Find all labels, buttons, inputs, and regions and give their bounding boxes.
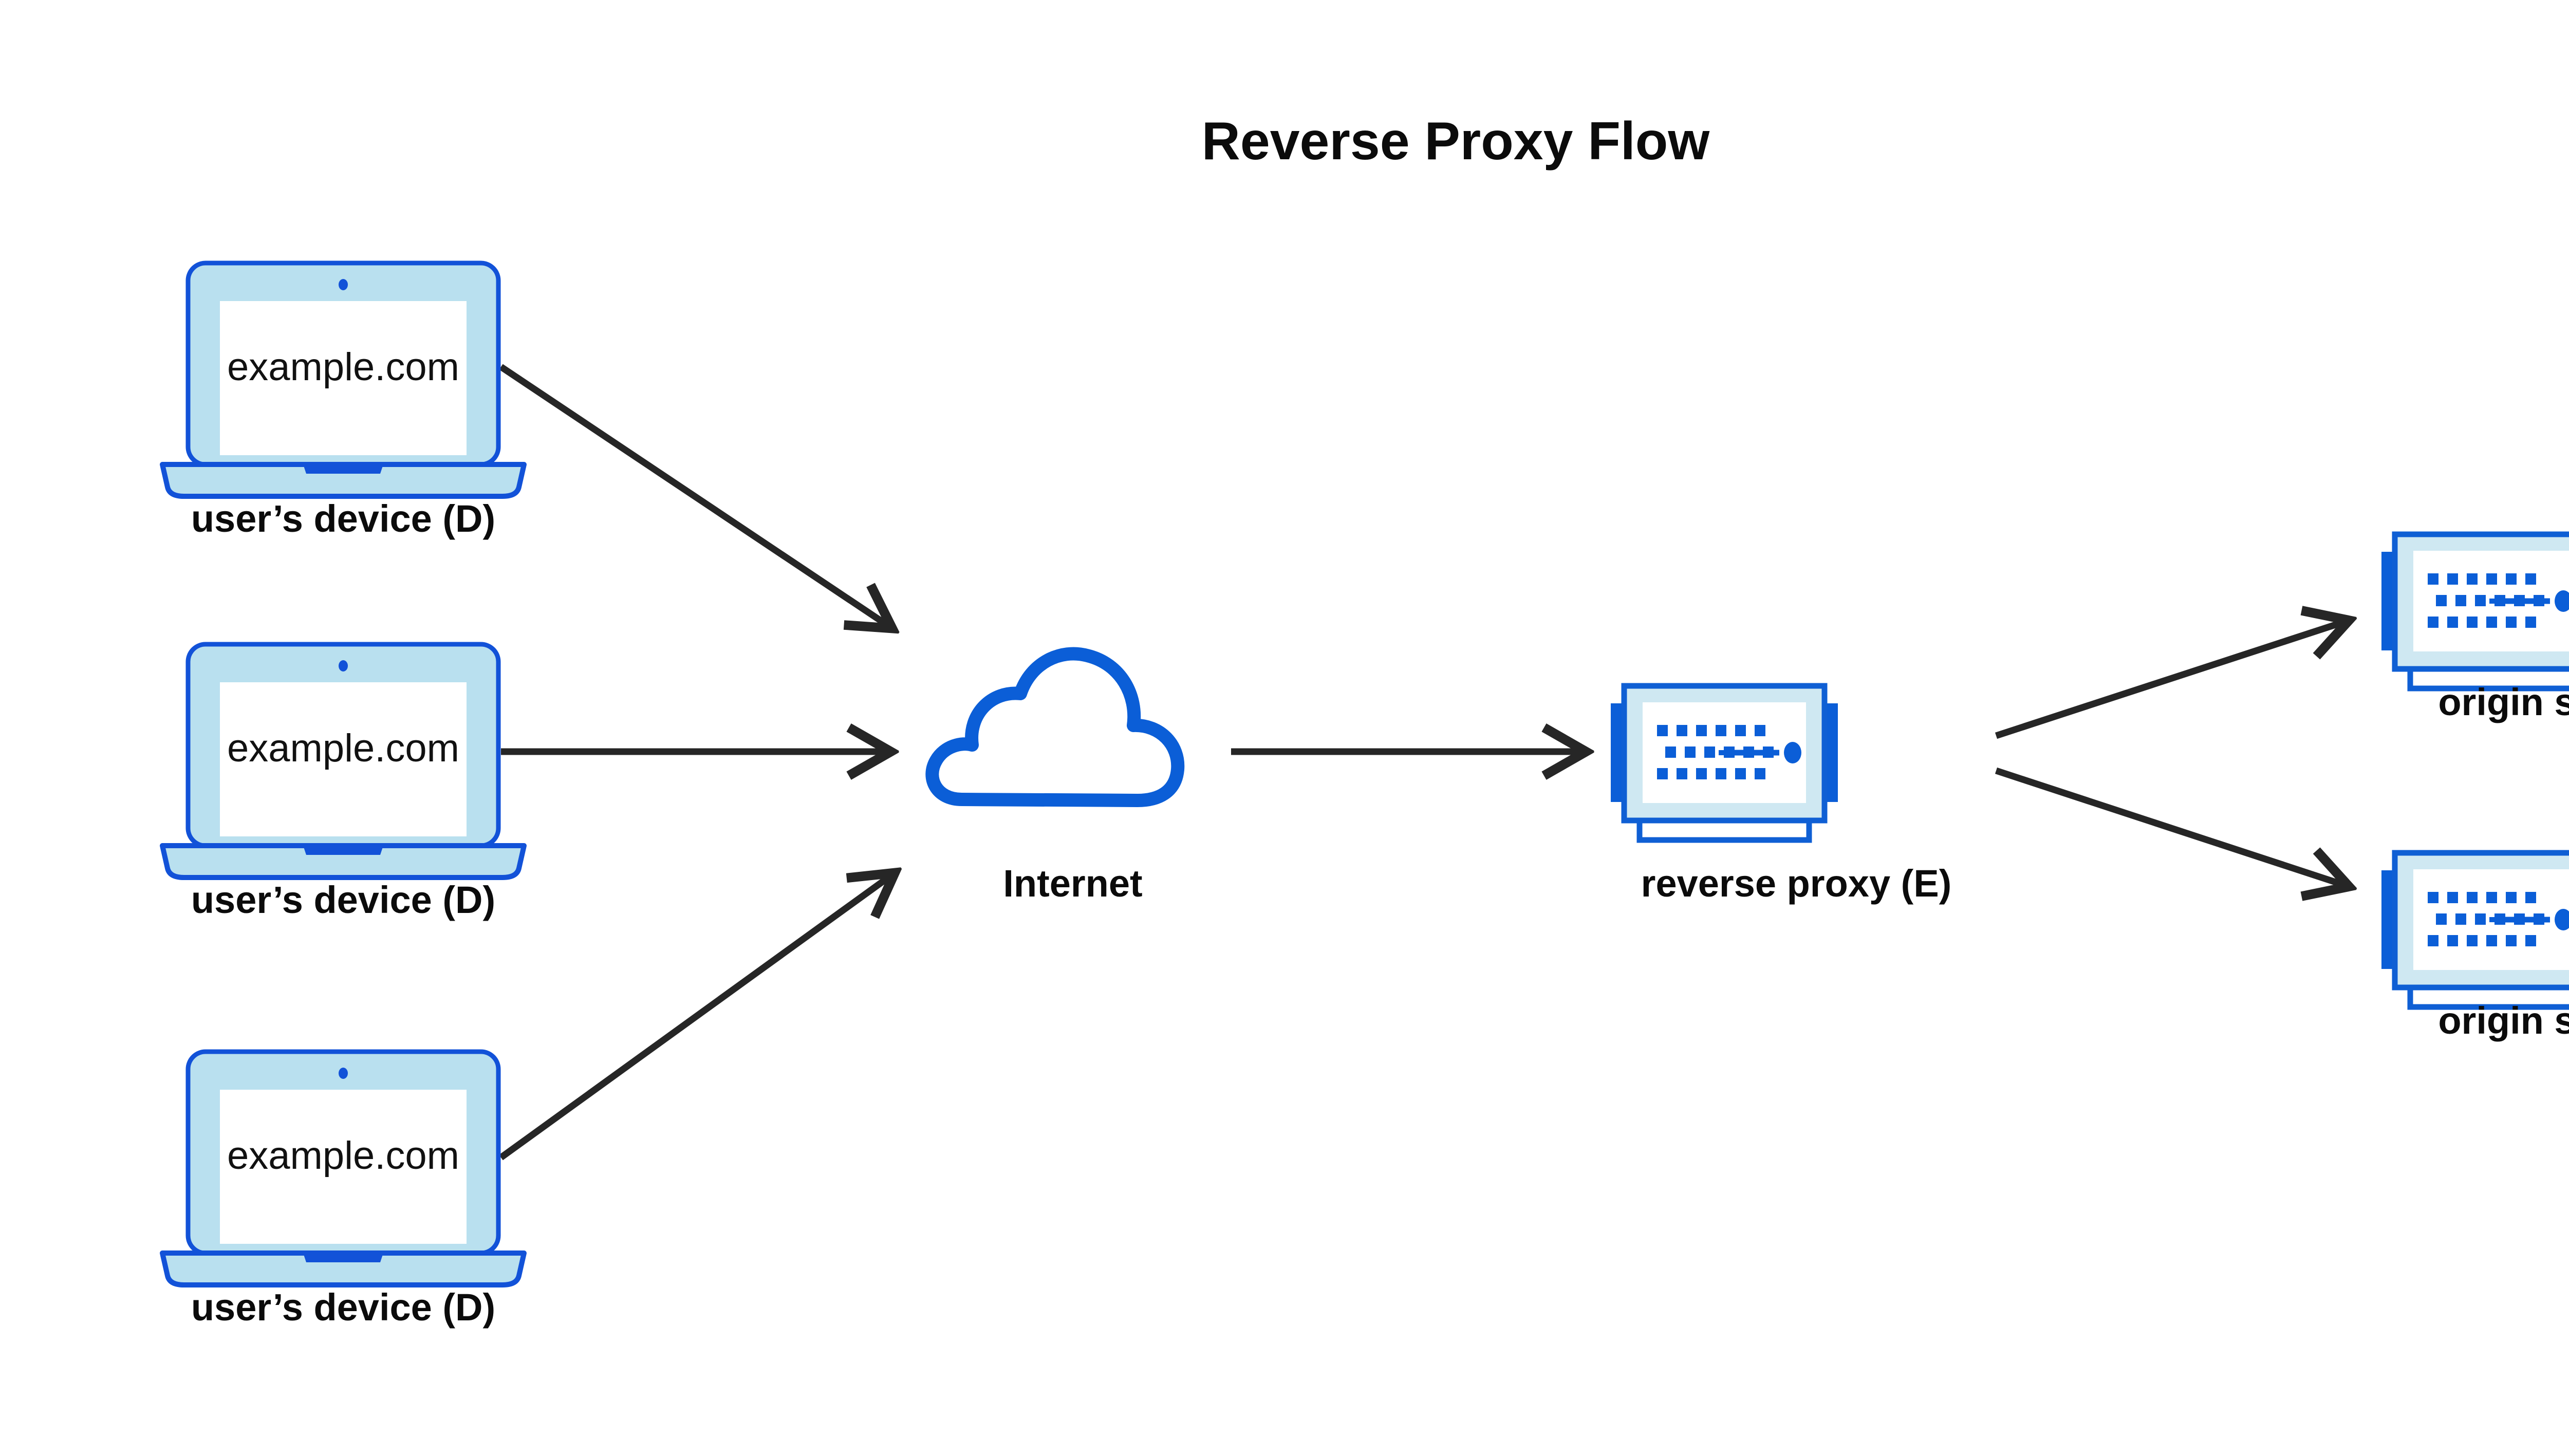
node-client-3[interactable]: example.com user’s device (D) (162, 1052, 524, 1329)
client-screen-text: example.com (227, 726, 459, 770)
node-client-1[interactable]: example.com user’s device (D) (162, 263, 524, 540)
node-label-client-1: user’s device (D) (191, 497, 495, 540)
node-origin-2[interactable]: origin server (F) (2381, 853, 2569, 1042)
node-label-origin-2: origin server (F) (2438, 999, 2569, 1042)
node-client-2[interactable]: example.com user’s device (D) (162, 644, 524, 921)
node-label-origin-1: origin server (F) (2438, 681, 2569, 723)
node-origin-1[interactable]: origin server (F) (2381, 534, 2569, 723)
client-screen-text: example.com (227, 345, 459, 389)
server-icon (2381, 853, 2569, 1007)
server-icon (1611, 686, 1838, 840)
edge-client3-to-internet (499, 873, 894, 1161)
node-label-client-2: user’s device (D) (191, 879, 495, 921)
edge-proxy-to-origin1 (1995, 621, 2348, 739)
node-reverse-proxy[interactable]: reverse proxy (E) (1611, 686, 1951, 905)
node-internet[interactable]: Internet (932, 654, 1178, 905)
edge-client1-to-internet (499, 364, 891, 628)
node-label-internet: Internet (1003, 862, 1142, 905)
page-title: Reverse Proxy Flow (1202, 111, 1710, 171)
server-icon (2381, 534, 2569, 688)
edge-proxy-to-origin2 (1995, 767, 2348, 886)
edge-layer (499, 364, 2348, 1161)
cloud-icon (932, 654, 1178, 800)
node-label-reverse-proxy: reverse proxy (E) (1641, 862, 1952, 905)
node-label-client-3: user’s device (D) (191, 1286, 495, 1329)
client-screen-text: example.com (227, 1134, 459, 1178)
